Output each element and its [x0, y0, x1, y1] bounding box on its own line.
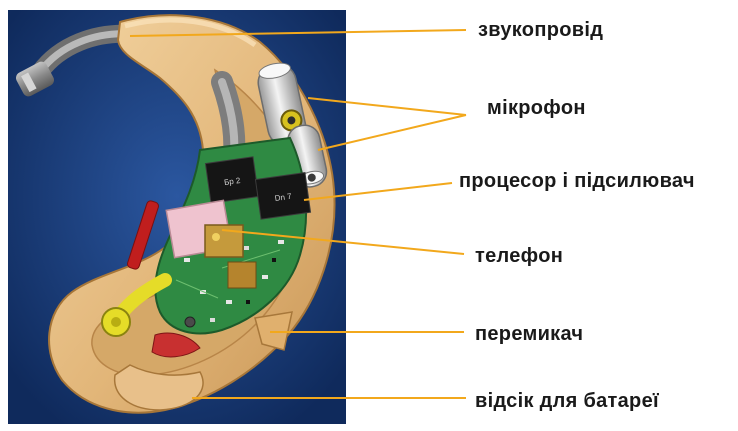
label-battery-compartment: відсік для батареї	[475, 390, 659, 413]
screw	[185, 317, 195, 327]
label-processor-amplifier: процесор і підсилювач	[459, 170, 695, 193]
label-switch: перемикач	[475, 323, 583, 346]
label-sound-tube: звукопровід	[478, 19, 603, 42]
label-microphone: мікрофон	[487, 97, 586, 120]
label-receiver: телефон	[475, 245, 563, 268]
